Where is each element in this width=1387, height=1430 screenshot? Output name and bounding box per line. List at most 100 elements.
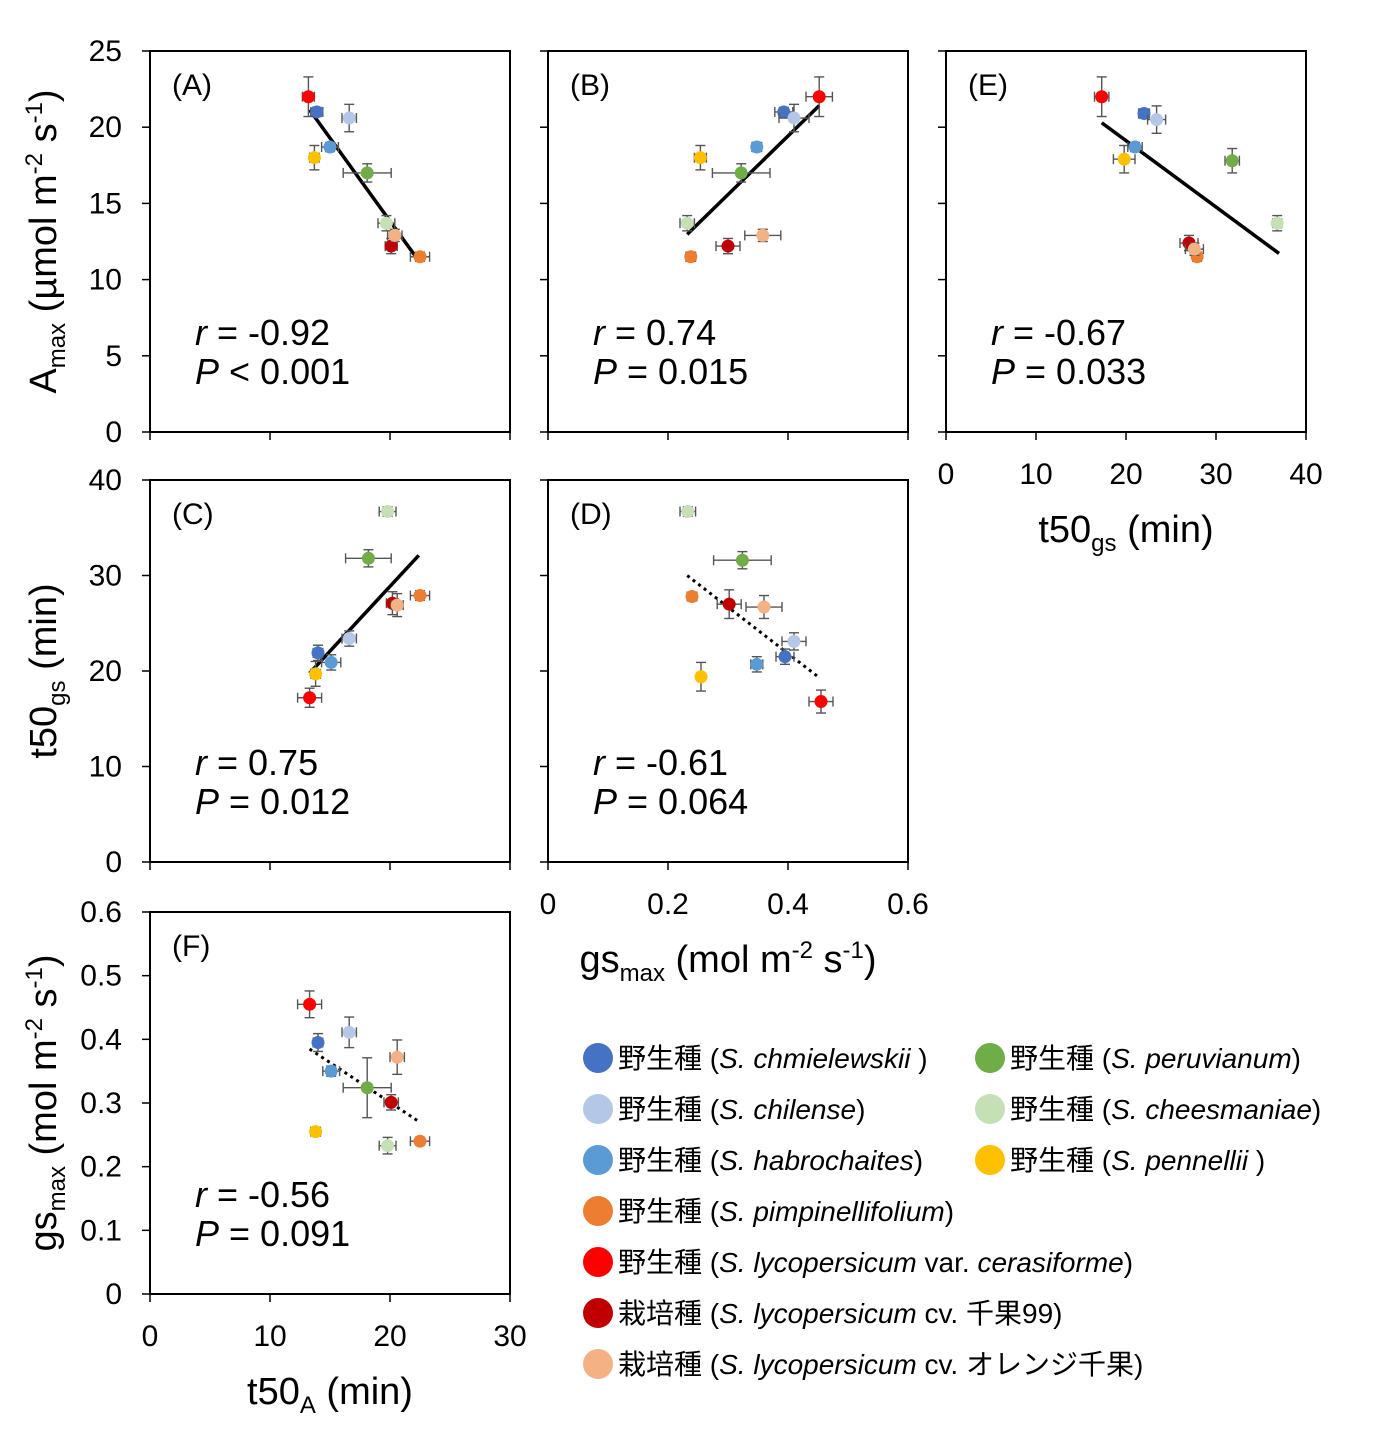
y-tick-label: 30	[89, 560, 122, 593]
data-point-cv1	[716, 589, 742, 620]
axis-title-sub: gs	[44, 680, 71, 705]
y-tick-label: 0.4	[80, 1023, 122, 1056]
marker	[311, 646, 325, 660]
data-point-cer	[296, 990, 323, 1019]
marker	[324, 655, 338, 669]
legend-suffix: )	[911, 1043, 928, 1074]
legend-marker	[975, 1145, 1005, 1175]
p-symbol: P	[195, 781, 219, 822]
marker	[413, 589, 427, 603]
data-point-che	[378, 1136, 397, 1155]
y-tick-label: 10	[89, 264, 122, 297]
r-symbol: r	[991, 312, 1005, 353]
r-statistic: r = -0.56	[195, 1174, 330, 1215]
marker	[1128, 140, 1142, 154]
legend-item-pen: 野生種 (S. pennellii )	[975, 1145, 1265, 1176]
axis-title-base: A	[23, 368, 65, 394]
marker	[390, 1050, 404, 1064]
r-statistic: r = -0.92	[195, 312, 330, 353]
axis-title-sub: max	[44, 1166, 71, 1211]
legend-suffix: )	[1134, 1349, 1143, 1380]
data-point-cer	[808, 689, 834, 714]
y-tick-label: 0	[105, 1278, 122, 1311]
r-symbol: r	[195, 1174, 209, 1215]
r-symbol: r	[195, 742, 209, 783]
axis-title-rest: (µmol m	[23, 174, 65, 323]
axis-title-mid: s	[23, 988, 65, 1018]
y-tick-label: 15	[89, 187, 122, 220]
y-tick-label: 0.6	[80, 896, 122, 929]
axis-title-rest: (mol m	[665, 939, 792, 981]
x-tick-label: 10	[253, 1320, 286, 1353]
marker	[303, 997, 317, 1011]
marker	[681, 505, 695, 519]
y-tick-label: 0	[105, 846, 122, 879]
marker	[680, 216, 694, 230]
data-point-che	[378, 505, 397, 519]
data-point-pen	[309, 1125, 323, 1139]
marker	[787, 111, 801, 125]
x-tick-label: 0	[142, 1320, 159, 1353]
axis-title-sub: max	[620, 960, 665, 987]
marker	[814, 695, 828, 709]
x-tick-label: 0	[938, 458, 955, 491]
marker	[734, 166, 748, 180]
y-tick-label: 0.5	[80, 960, 122, 993]
r-statistic: r = 0.74	[593, 312, 716, 353]
data-point-chm	[310, 105, 324, 119]
data-point-pim	[409, 1134, 431, 1148]
axis-title-base: t50	[247, 1371, 300, 1413]
axis-title-sup: -2	[21, 153, 48, 174]
legend-marker	[975, 1094, 1005, 1124]
legend-prefix: 栽培種 (	[618, 1298, 720, 1329]
data-point-pim	[409, 250, 431, 264]
p-statistic: P = 0.033	[991, 351, 1146, 392]
data-point-hab	[320, 654, 342, 671]
marker	[777, 105, 791, 119]
regression-line	[685, 104, 821, 236]
legend-prefix: 野生種 (	[618, 1094, 720, 1125]
data-point-hab	[750, 655, 764, 673]
p-value: < 0.001	[219, 351, 350, 392]
x-axis-title: t50gs (min)	[1038, 509, 1213, 557]
legend-marker	[583, 1247, 613, 1277]
legend-marker	[583, 1298, 613, 1328]
data-point-per	[342, 1057, 392, 1119]
marker	[388, 228, 402, 242]
legend-label: 野生種 (S. pimpinellifolium)	[618, 1196, 954, 1227]
x-tick-label: 20	[373, 1320, 406, 1353]
legend-prefix: 野生種 (	[618, 1247, 720, 1278]
data-point-chi	[781, 632, 807, 651]
x-tick-label: 30	[493, 1320, 526, 1353]
legend-species: S. cheesmaniae	[1111, 1094, 1312, 1125]
panel-label: (A)	[172, 69, 212, 102]
data-point-che	[679, 505, 697, 519]
legend-label: 野生種 (S. pennellii )	[1010, 1145, 1265, 1176]
marker	[342, 632, 356, 646]
p-statistic: P = 0.012	[195, 781, 350, 822]
x-tick-label: 30	[1199, 458, 1232, 491]
y-axis-title: gsmax (mol m-2 s-1)	[21, 954, 71, 1251]
legend: 野生種 (S. chmielewskii )野生種 (S. peruvianum…	[583, 1043, 1321, 1380]
legend-item-hab: 野生種 (S. habrochaites)	[583, 1145, 923, 1176]
y-tick-label: 0.3	[80, 1087, 122, 1120]
y-tick-label: 20	[89, 655, 122, 688]
x-tick-label: 0	[540, 888, 557, 921]
legend-label: 野生種 (S. chilense)	[618, 1094, 865, 1125]
marker	[342, 111, 356, 125]
legend-species: S. lycopersicum	[719, 1349, 917, 1380]
legend-suffix: )	[1053, 1298, 1062, 1329]
data-point-cer	[805, 76, 834, 118]
legend-species: S. chilense	[719, 1094, 856, 1125]
x-axis-title: t50A (min)	[247, 1371, 413, 1419]
marker	[323, 140, 337, 154]
legend-species: S. pennellii	[1111, 1145, 1249, 1176]
marker	[303, 691, 317, 705]
axis-title-mid: s	[23, 123, 65, 153]
axis-title-end: )	[23, 954, 65, 967]
